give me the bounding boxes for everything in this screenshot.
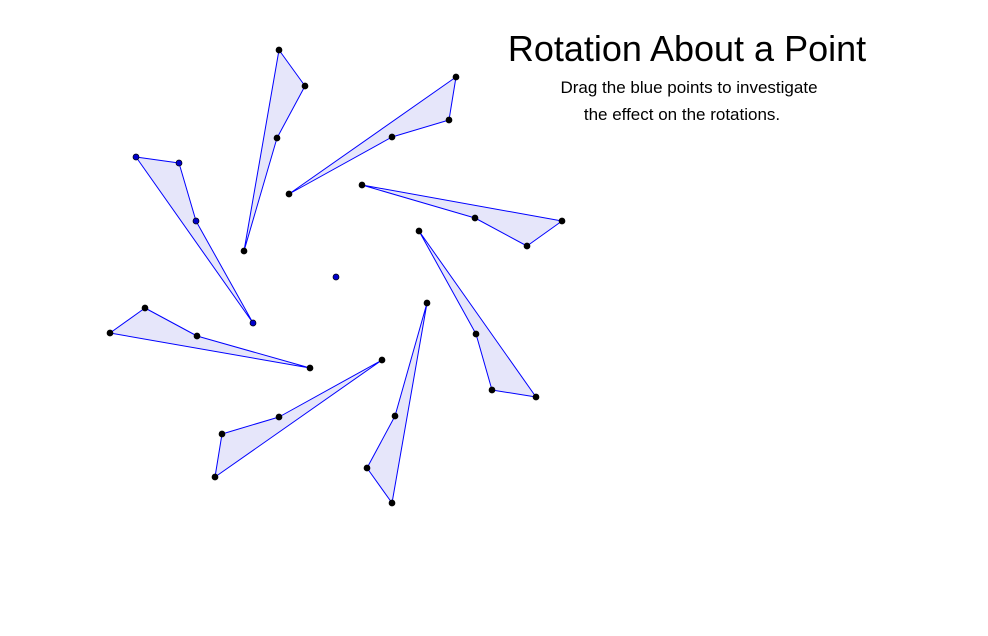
rotated-shape-2	[214, 359, 383, 478]
image-vertex-point	[471, 214, 479, 222]
rotated-shapes	[109, 49, 563, 504]
image-vertex-point	[423, 299, 431, 307]
instructions-line-2: the effect on the rotations.	[583, 105, 781, 124]
image-vertex-point	[141, 304, 149, 312]
image-vertex-point	[488, 386, 496, 394]
image-vertex-point	[532, 393, 540, 401]
image-vertex-point	[472, 330, 480, 338]
rotated-shape-4	[418, 230, 537, 398]
image-vertex-point	[558, 217, 566, 225]
draggable-vertex-point[interactable]	[132, 153, 140, 161]
image-vertex-point	[523, 242, 531, 250]
image-vertex-point	[301, 82, 309, 90]
image-vertex-point	[388, 499, 396, 507]
image-vertex-point	[275, 413, 283, 421]
image-vertex-point	[378, 356, 386, 364]
page-title: Rotation About a Point	[507, 28, 867, 69]
image-vertex-point	[388, 133, 396, 141]
rotated-shape-6	[288, 76, 457, 195]
image-vertex-point	[273, 134, 281, 142]
image-vertex-point	[415, 227, 423, 235]
original-shape	[135, 156, 254, 324]
draggable-vertex-point[interactable]	[192, 217, 200, 225]
image-vertex-point	[275, 46, 283, 54]
image-vertex-point	[218, 430, 226, 438]
rotated-shape-5	[361, 184, 563, 247]
image-vertex-point	[452, 73, 460, 81]
instructions-line-1: Drag the blue points to investigate	[560, 78, 818, 97]
draggable-vertex-point[interactable]	[249, 319, 257, 327]
image-vertex-point	[306, 364, 314, 372]
image-vertex-point	[106, 329, 114, 337]
rotation-center-point[interactable]	[332, 273, 340, 281]
image-vertex-point	[240, 247, 248, 255]
image-vertex-point	[211, 473, 219, 481]
draggable-vertex-point[interactable]	[175, 159, 183, 167]
image-vertex-point	[193, 332, 201, 340]
image-vertex-point	[358, 181, 366, 189]
image-vertex-point	[285, 190, 293, 198]
image-vertex-point	[445, 116, 453, 124]
rotated-shape-3	[366, 302, 428, 504]
rotated-shape-7	[243, 49, 306, 252]
shape-vertices	[106, 46, 566, 507]
rotated-shape-1	[109, 307, 311, 369]
image-vertex-point	[391, 412, 399, 420]
image-vertex-point	[363, 464, 371, 472]
